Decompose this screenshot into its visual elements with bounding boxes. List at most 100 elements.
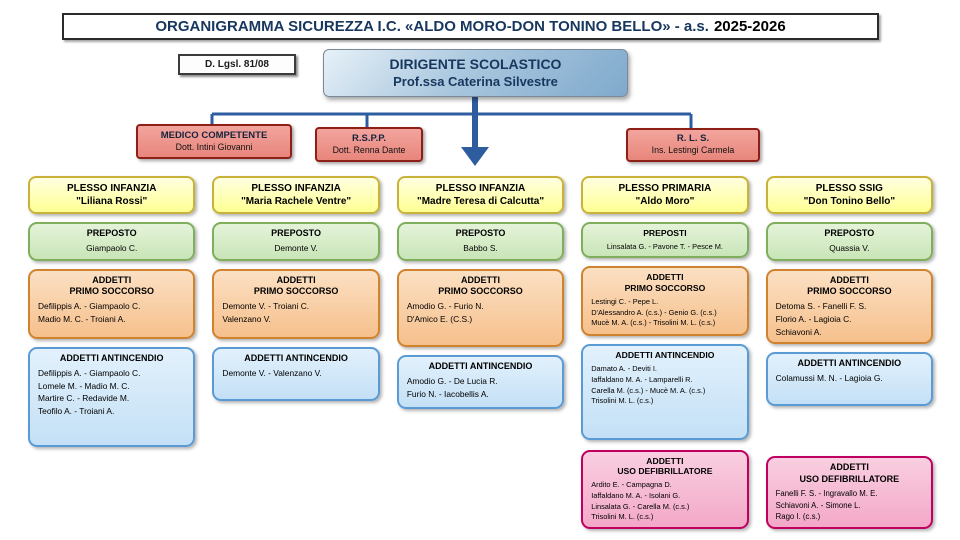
plesso-header: PLESSO INFANZIA "Madre Teresa di Calcutta…: [396, 176, 565, 214]
name-line: D'Alessandro A. (c.s.) - Genio G. (c.s.): [591, 307, 717, 317]
medico-competente-box: MEDICO COMPETENTE Dott. Intini Giovanni: [136, 124, 292, 159]
medico-competente-name: Dott. Intini Giovanni: [175, 141, 253, 152]
connector-arrowhead-icon: [461, 147, 489, 166]
antincendio-box: ADDETTI ANTINCENDIO Colamussi M. N. - Lag…: [765, 352, 934, 407]
defibrillatore-box: ADDETTI USO DEFIBRILLATORE Ardito E. - Ca…: [581, 449, 749, 529]
names-list: Babbo S.: [404, 242, 557, 255]
name-line: Quassia V.: [829, 243, 870, 254]
plesso-header-line: "Aldo Moro": [635, 196, 695, 207]
names-list: Demonte V.: [219, 242, 372, 255]
law-badge: D. Lgsl. 81/08: [178, 54, 296, 75]
plesso-header-line: PLESSO SSIG: [815, 183, 883, 194]
name-line: Trisolini M. L. (c.s.): [591, 396, 654, 406]
plesso-column-1: PLESSO INFANZIA "Maria Rachele Ventre" PRE…: [212, 176, 380, 529]
name-line: Valenzano V.: [222, 313, 271, 324]
name-line: Furio N. - Iacobellis A.: [406, 388, 489, 399]
name-line: Defilippis A. - Giampaolo C.: [38, 301, 141, 312]
name-line: Giampaolo C.: [86, 243, 138, 254]
names-list: Demonte V. - Troiani C.Valenzano V.: [219, 300, 372, 325]
name-line: Madio M. C. - Troiani A.: [38, 313, 126, 324]
names-list: Defilippis A. - Giampaolo C.Madio M. C. …: [35, 300, 188, 325]
plesso-header-line: PLESSO PRIMARIA: [618, 183, 712, 194]
plesso-column-0: PLESSO INFANZIA "Liliana Rossi" PREPOSTO Gi…: [28, 176, 196, 529]
title-main: ORGANIGRAMMA SICUREZZA I.C. «ALDO MORO-D…: [155, 18, 709, 35]
name-line: Amodio G. - Furio N.: [406, 301, 484, 312]
plesso-header-line: PLESSO INFANZIA: [435, 183, 526, 194]
name-line: Trisolini M. L. (c.s.): [591, 512, 654, 522]
names-list: Fanelli F. S. - Ingravallo M. E.Schiavon…: [773, 488, 926, 523]
plesso-header-line: "Don Tonino Bello": [803, 196, 896, 207]
box-label: PREPOSTO: [86, 228, 137, 238]
antincendio-box: ADDETTI ANTINCENDIO Damato A. - Deviti I.…: [581, 344, 749, 441]
antincendio-box: ADDETTI ANTINCENDIO Demonte V. - Valenzan…: [212, 346, 380, 401]
plesso-header: PLESSO PRIMARIA "Aldo Moro": [581, 176, 749, 214]
name-line: Demonte V.: [274, 243, 318, 254]
name-line: Babbo S.: [463, 243, 498, 254]
primo-soccorso-box: ADDETTI PRIMO SOCCORSO Amodio G. - Furio …: [396, 268, 565, 347]
primo-soccorso-box: ADDETTI PRIMO SOCCORSO Detoma S. - Fanell…: [765, 268, 934, 345]
name-line: Iaffaldano M. A. - Lamparelli R.: [591, 374, 693, 384]
dirigente-name: Prof.ssa Caterina Silvestre: [393, 73, 558, 89]
name-line: Defilippis A. - Giampaolo C.: [38, 368, 141, 379]
name-line: Teofilo A. - Troiani A.: [38, 405, 115, 416]
box-label: ADDETTI PRIMO SOCCORSO: [69, 274, 154, 297]
box-label: ADDETTI ANTINCENDIO: [244, 352, 348, 363]
primo-soccorso-box: ADDETTI PRIMO SOCCORSO Demonte V. - Troia…: [212, 268, 380, 339]
box-label: PREPOSTO: [271, 228, 322, 238]
box-label: ADDETTI ANTINCENDIO: [797, 358, 902, 369]
primo-soccorso-box: ADDETTI PRIMO SOCCORSO Defilippis A. - Gi…: [28, 268, 196, 339]
rspp-box: R.S.P.P. Dott. Renna Dante: [315, 127, 423, 162]
title-year: 2025-2026: [713, 18, 786, 35]
plesso-header: PLESSO INFANZIA "Maria Rachele Ventre": [212, 176, 380, 214]
plessi-row: PLESSO INFANZIA "Liliana Rossi" PREPOSTO Gi…: [28, 176, 934, 529]
name-line: Ardito E. - Campagna D.: [591, 480, 672, 490]
box-label: ADDETTI PRIMO SOCCORSO: [807, 274, 892, 297]
name-line: Mucè M. A. (c.s.) - Trisolini M. L. (c.s…: [591, 318, 716, 328]
box-label: PREPOSTO: [824, 228, 875, 238]
name-line: Fanelli F. S. - Ingravallo M. E.: [775, 488, 878, 498]
name-line: Lestingi C. - Pepe L.: [591, 296, 659, 306]
name-line: Amodio G. - De Lucia R.: [406, 376, 498, 387]
names-list: Amodio G. - Furio N.D'Amico E. (C.S.): [404, 300, 557, 325]
names-list: Damato A. - Deviti I.Iaffaldano M. A. - …: [588, 364, 741, 407]
box-label: ADDETTI ANTINCENDIO: [59, 352, 164, 363]
names-list: Detoma S. - Fanelli F. S.Florio A. - Lag…: [773, 300, 926, 338]
name-line: Detoma S. - Fanelli F. S.: [775, 301, 867, 312]
dirigente-box: DIRIGENTE SCOLASTICO Prof.ssa Caterina S…: [323, 49, 628, 97]
plesso-header-line: PLESSO INFANZIA: [66, 183, 157, 194]
plesso-header-line: PLESSO INFANZIA: [251, 183, 341, 194]
name-line: Lomele M. - Madio M. C.: [38, 380, 130, 391]
box-label: ADDETTI PRIMO SOCCORSO: [253, 274, 339, 297]
plesso-header: PLESSO SSIG "Don Tonino Bello": [765, 176, 934, 214]
rls-role: R. L. S.: [676, 133, 710, 145]
names-list: Giampaolo C.: [35, 242, 188, 255]
plesso-header-line: "Maria Rachele Ventre": [241, 196, 352, 207]
name-line: Florio A. - Lagioia C.: [775, 313, 852, 324]
defibrillatore-box: ADDETTI USO DEFIBRILLATORE Fanelli F. S. …: [765, 456, 934, 529]
rspp-name: Dott. Renna Dante: [332, 144, 406, 155]
name-line: Martire C. - Redavide M.: [38, 393, 130, 404]
plesso-column-4: PLESSO SSIG "Don Tonino Bello" PREPOSTO Qua…: [765, 176, 934, 529]
name-line: Iaffaldano M. A. - Isolani G.: [591, 490, 681, 500]
antincendio-box: ADDETTI ANTINCENDIO Amodio G. - De Lucia …: [396, 354, 565, 409]
name-line: Linsalata G. - Carella M. (c.s.): [591, 501, 690, 511]
plesso-header-line: "Madre Teresa di Calcutta": [416, 196, 545, 207]
rls-box: R. L. S. Ins. Lestingi Carmela: [626, 128, 760, 162]
name-line: Rago I. (c.s.): [775, 512, 821, 522]
box-label: ADDETTI USO DEFIBRILLATORE: [799, 462, 900, 484]
names-list: Demonte V. - Valenzano V.: [219, 367, 372, 380]
box-label: ADDETTI ANTINCENDIO: [615, 350, 715, 361]
box-label: PREPOSTI: [643, 228, 687, 238]
box-label: ADDETTI ANTINCENDIO: [428, 360, 533, 371]
name-line: Damato A. - Deviti I.: [591, 364, 657, 374]
box-label: ADDETTI PRIMO SOCCORSO: [438, 274, 523, 297]
names-list: Colamussi M. N. - Lagioia G.: [773, 372, 926, 385]
names-list: Ardito E. - Campagna D.Iaffaldano M. A. …: [588, 480, 741, 523]
name-line: Colamussi M. N. - Lagioia G.: [775, 373, 883, 384]
plesso-header-line: "Liliana Rossi": [76, 196, 148, 207]
box-label: ADDETTI USO DEFIBRILLATORE: [617, 455, 713, 477]
name-line: Carella M. (c.s.) - Mucè M. A. (c.s.): [591, 385, 706, 395]
dirigente-role: DIRIGENTE SCOLASTICO: [389, 56, 562, 73]
